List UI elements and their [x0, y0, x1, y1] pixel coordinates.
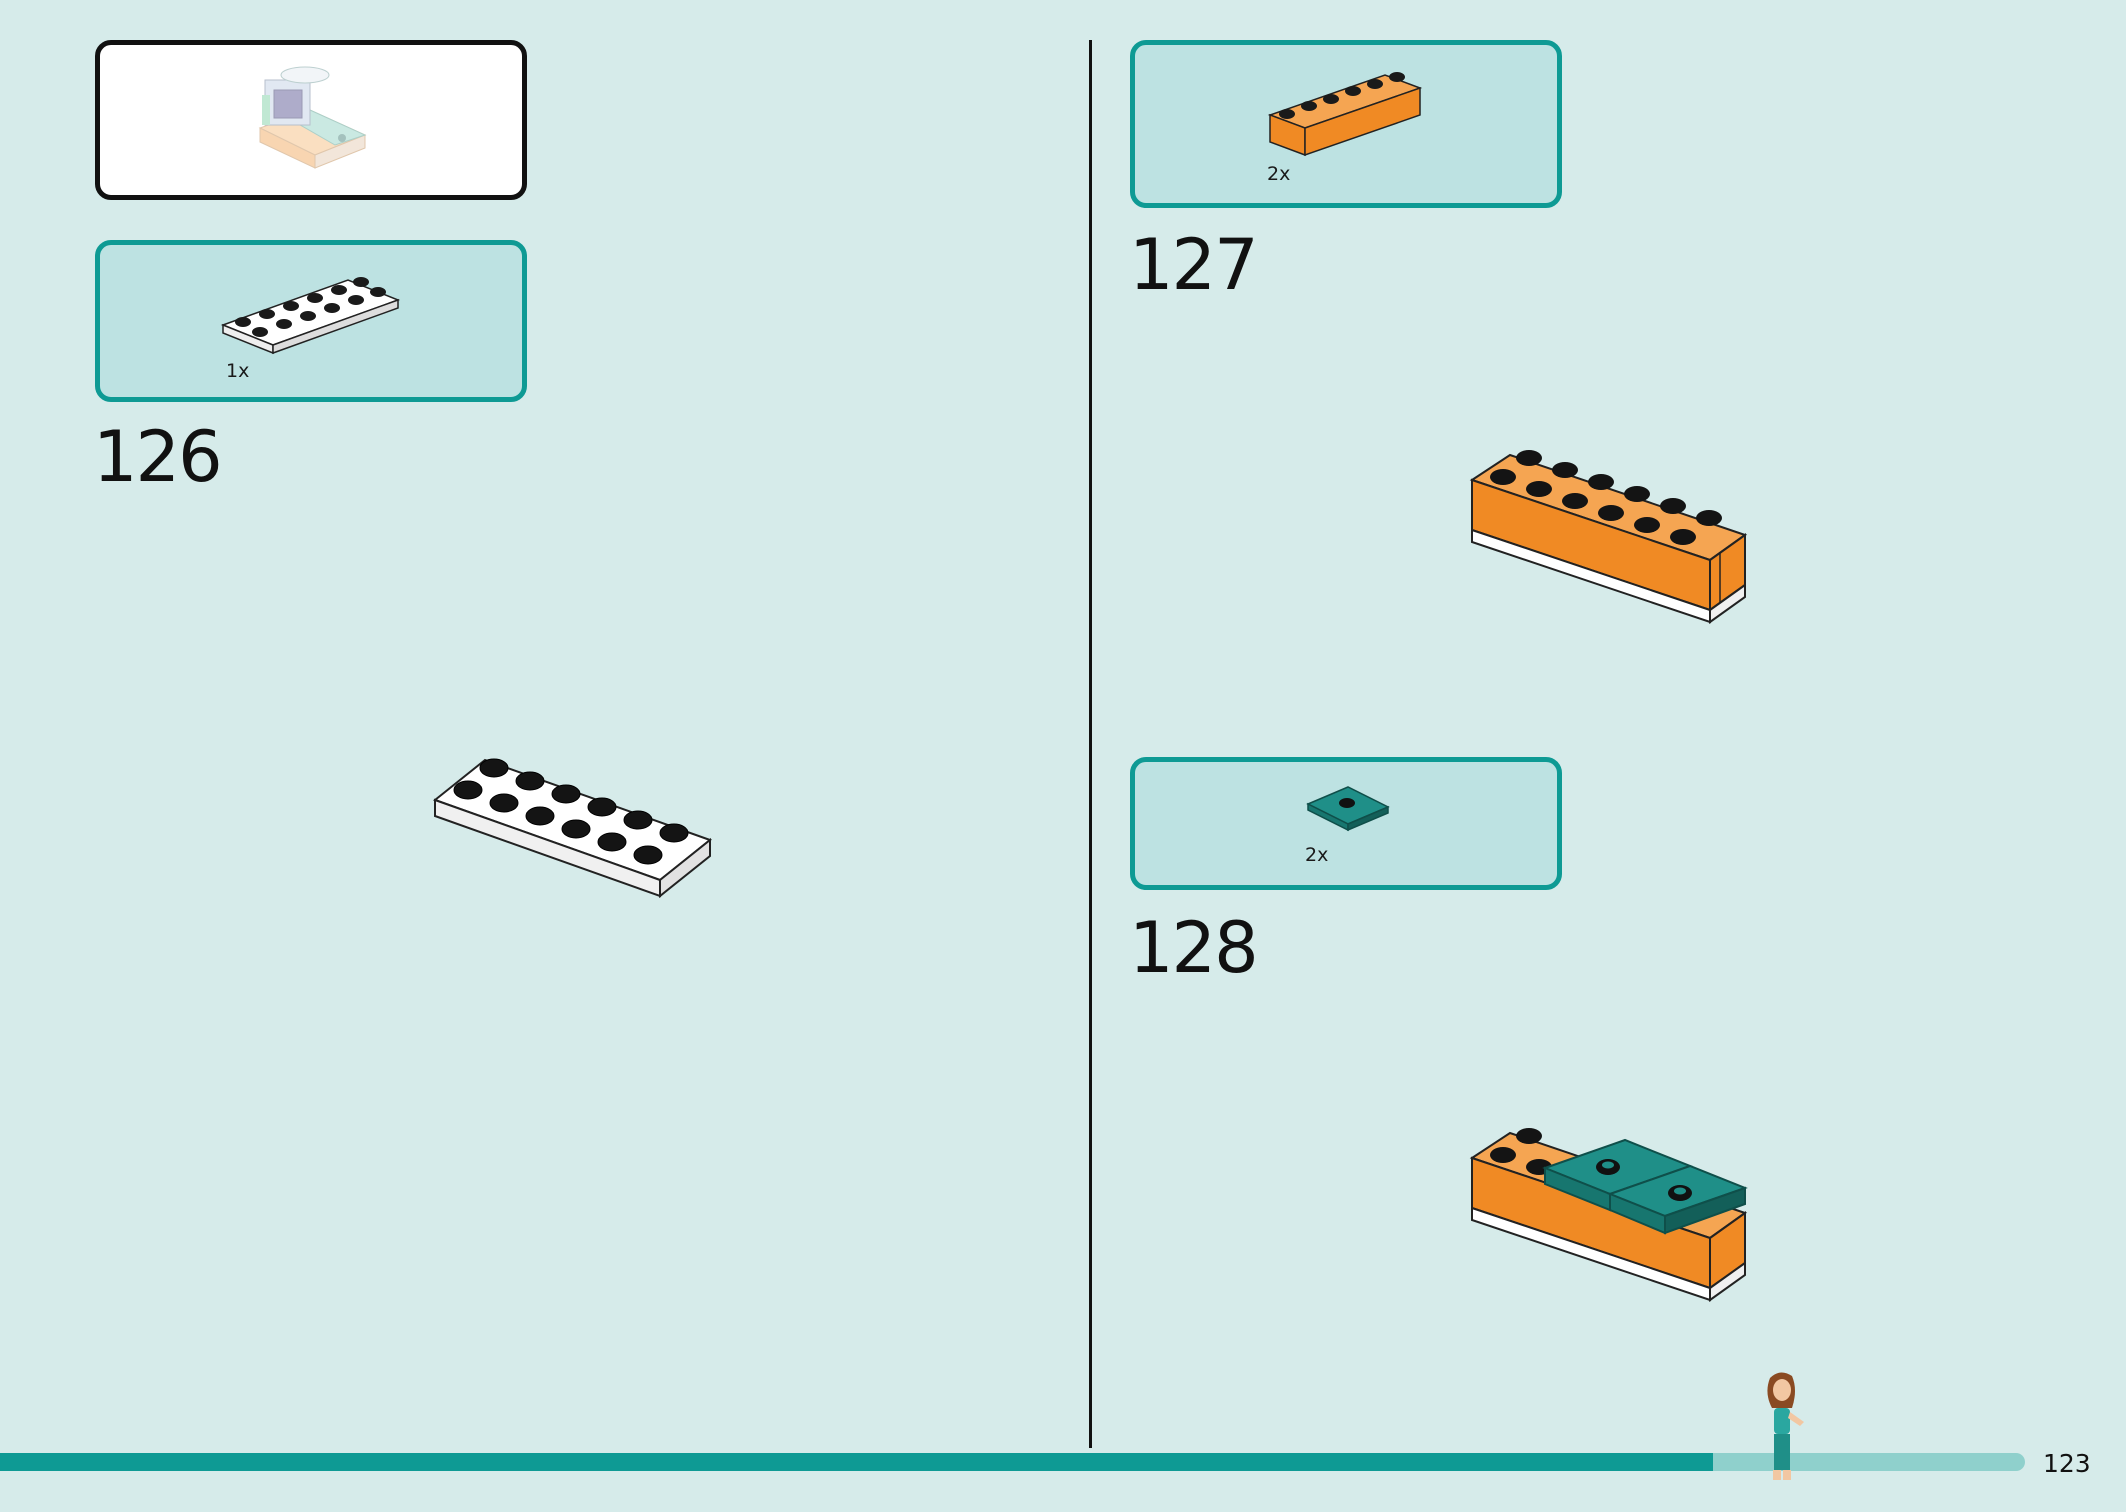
step-128-build-image: [1469, 1128, 1748, 1302]
build-progress-fill: [0, 1453, 1714, 1471]
step-126-build-image: [432, 758, 713, 899]
page-number: 123: [2043, 1449, 2091, 1478]
subassembly-preview-icon: [258, 66, 367, 169]
minifigure-progress-icon: [1767, 1372, 1804, 1480]
part-quantity: 2x: [1267, 163, 1291, 185]
parts-list-127: 2x: [1130, 40, 1562, 208]
page-divider: [1089, 40, 1092, 1448]
build-progress-bar: [0, 1453, 2025, 1471]
orange-brick-part-icon: [1267, 72, 1423, 157]
parts-list-126: 1x: [95, 240, 527, 402]
parts-list-128: 2x: [1130, 757, 1562, 890]
teal-tile-part-icon: [1306, 786, 1390, 832]
subassembly-callout: [95, 40, 527, 200]
step-number-127: 127: [1129, 224, 1259, 306]
white-plate-part-icon: [220, 277, 401, 355]
step-number-128: 128: [1129, 907, 1259, 989]
part-quantity: 2x: [1305, 844, 1329, 866]
part-quantity: 1x: [226, 360, 250, 382]
step-127-build-image: [1469, 450, 1748, 624]
step-number-126: 126: [93, 416, 223, 498]
